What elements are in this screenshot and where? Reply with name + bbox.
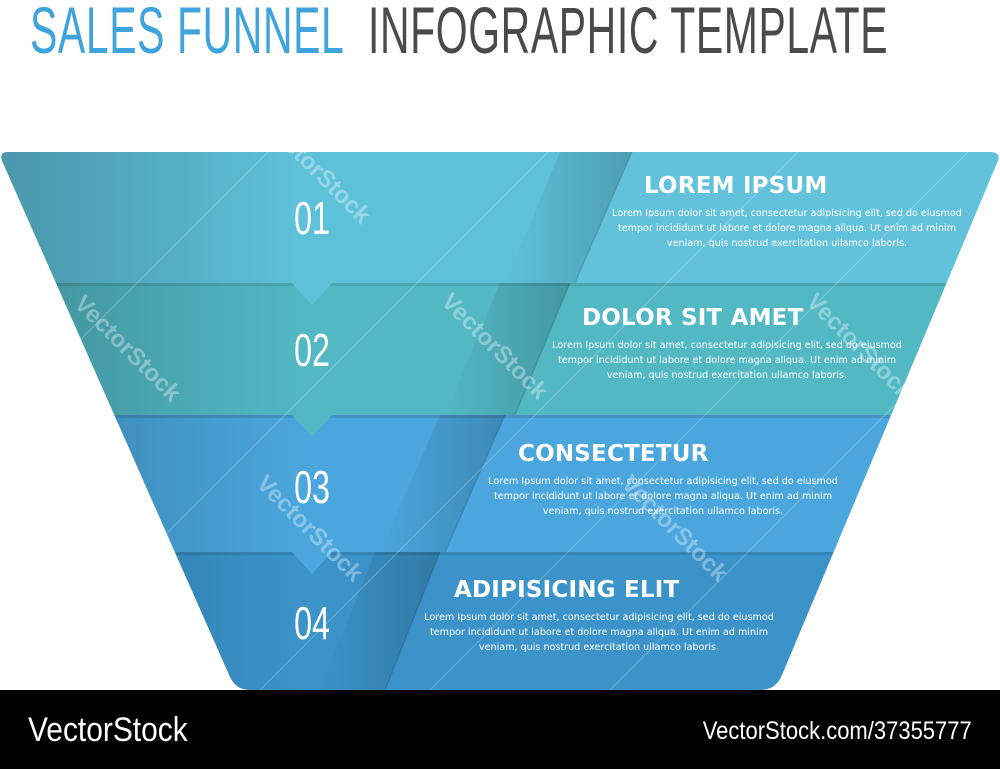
stage-description-1: Lorem Ipsum dolor sit amet, consectetur … [612,208,962,249]
stage-panel-3: CONSECTETUR Lorem Ipsum dolor sit amet, … [488,440,838,519]
notch-arrow-3 [292,552,332,574]
footer-brand: VectorStock [28,711,188,749]
stage-description-2: Lorem Ipsum dolor sit amet, consectetur … [552,340,902,381]
title-sales-funnel: SALES FUNNEL [30,0,345,67]
stage-panel-4: ADIPISICING ELIT Lorem Ipsum dolor sit a… [424,576,774,655]
stage-number-2: 02 [294,324,330,376]
title-infographic-template: INFOGRAPHIC TEMPLATE [368,0,889,67]
sales-funnel-diagram [1,152,999,690]
stage-number-1: 01 [294,192,330,244]
stage-heading-4: ADIPISICING ELIT [454,577,680,603]
notch-arrow-1 [292,283,332,305]
footer-url: VectorStock.com/37355777 [702,717,972,745]
stage-heading-3: CONSECTETUR [518,441,709,467]
stage-panel-2: DOLOR SIT AMET Lorem Ipsum dolor sit ame… [552,304,902,383]
page-title: SALES FUNNEL INFOGRAPHIC TEMPLATE [30,0,888,66]
stage-heading-1: LOREM IPSUM [644,173,828,199]
stage-number-3: 03 [294,461,330,513]
notch-arrow-2 [292,415,332,437]
stage-panel-1: LOREM IPSUM Lorem Ipsum dolor sit amet, … [612,172,962,251]
stage-description-3: Lorem Ipsum dolor sit amet, consectetur … [488,476,838,517]
stage-heading-2: DOLOR SIT AMET [582,305,804,331]
footer-bar: VectorStock VectorStock.com/37355777 [0,690,1000,769]
stage-number-4: 04 [294,597,330,649]
stage-description-4: Lorem Ipsum dolor sit amet, consectetur … [424,612,774,653]
